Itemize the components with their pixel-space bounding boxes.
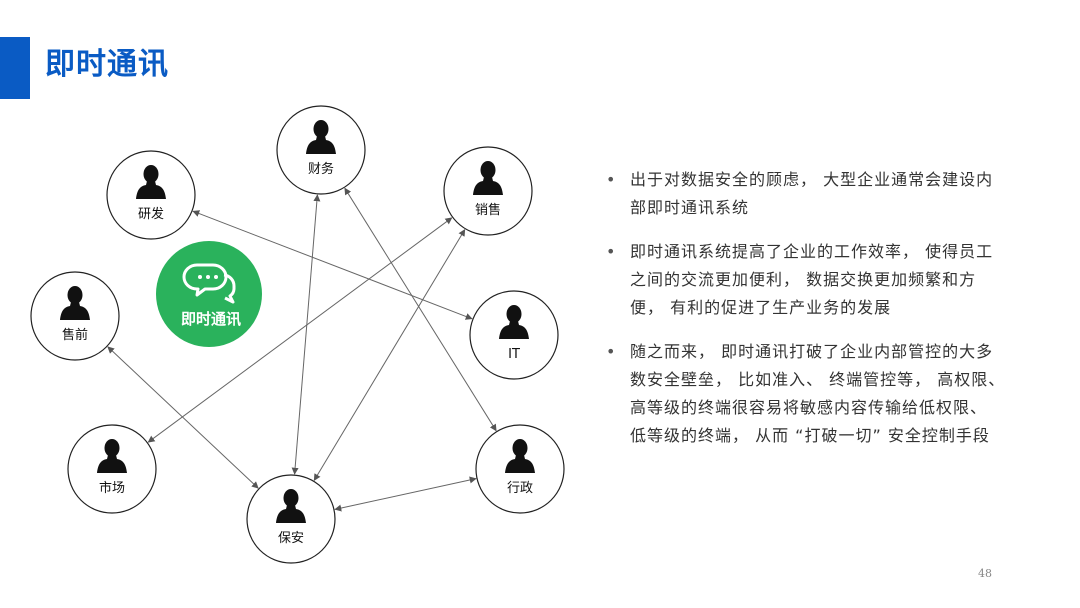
hub-node: 即时通讯 [156, 241, 262, 347]
node-rd: 研发 [106, 150, 196, 240]
node-finance: 财务 [276, 105, 366, 195]
bullet-text: 随之而来， 即时通讯打破了企业内部管控的大多数安全壁垒， 比如准入、 终端管控等… [630, 342, 1006, 445]
node-security: 保安 [246, 474, 336, 564]
node-label: IT [508, 347, 520, 362]
bullet-text: 即时通讯系统提高了企业的工作效率， 使得员工之间的交流更加便利， 数据交换更加频… [630, 242, 994, 317]
hub-circle [156, 241, 262, 347]
connection-arrow-finance-security [291, 194, 321, 475]
node-presales: 售前 [30, 271, 120, 361]
bullet-item: • 出于对数据安全的顾虑， 大型企业通常会建设内部即时通讯系统 [606, 166, 1006, 222]
node-label: 售前 [62, 327, 88, 343]
slide-title: 即时通讯 [45, 47, 169, 82]
chat-bubbles-icon [182, 263, 236, 304]
node-marketing: 市场 [67, 424, 157, 514]
node-label: 市场 [99, 480, 125, 496]
node-it: IT [469, 290, 559, 380]
connection-arrow-admin-security [334, 476, 477, 512]
bullet-text: 出于对数据安全的顾虑， 大型企业通常会建设内部即时通讯系统 [630, 170, 994, 217]
node-admin: 行政 [475, 424, 565, 514]
bullet-item: • 随之而来， 即时通讯打破了企业内部管控的大多数安全壁垒， 比如准入、 终端管… [606, 338, 1006, 450]
bullet-list: • 出于对数据安全的顾虑， 大型企业通常会建设内部即时通讯系统 • 即时通讯系统… [606, 166, 1006, 466]
hub-label: 即时通讯 [181, 310, 241, 328]
page-number: 48 [978, 567, 992, 580]
connection-arrow-presales-security [107, 346, 259, 489]
node-label: 行政 [507, 481, 533, 496]
node-label: 销售 [475, 202, 501, 218]
bullet-dot: • [606, 242, 617, 261]
bullet-item: • 即时通讯系统提高了企业的工作效率， 使得员工之间的交流更加便利， 数据交换更… [606, 238, 1006, 322]
node-label: 保安 [278, 531, 304, 546]
node-label: 研发 [138, 206, 164, 222]
bullet-dot: • [606, 342, 617, 361]
bullet-dot: • [606, 170, 617, 189]
connection-arrow-sales-security [313, 228, 466, 482]
title-accent-bar [0, 37, 30, 99]
node-label: 财务 [308, 161, 334, 177]
node-sales: 销售 [443, 146, 533, 236]
